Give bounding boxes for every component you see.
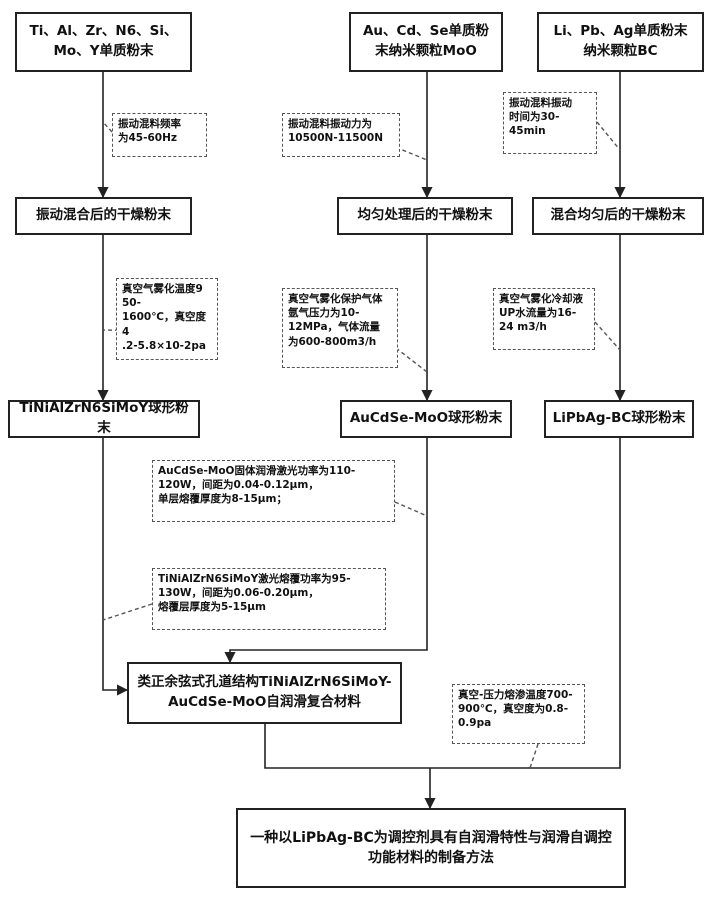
note-protective-gas: 真空气雾化保护气体 氩气压力为10- 12MPa，气体流量 为600-800m3…	[282, 288, 398, 368]
merge-line	[264, 438, 621, 769]
arrow-a3	[102, 438, 129, 696]
note-cooling-water: 真空气雾化冷却液 UP水流量为16- 24 m3/h	[493, 288, 595, 350]
note-laser-cladding: TiNiAlZrN6SiMoY激光熔覆功率为95- 130W，间距为0.06-0…	[152, 568, 386, 630]
leader-n7	[394, 501, 428, 517]
leader-n3	[596, 121, 621, 151]
node-spherical-powder-b: AuCdSe-MoO球形粉末	[340, 400, 512, 438]
node-source-powders-a: Ti、Al、Zr、N6、Si、 Mo、Y单质粉末	[15, 12, 192, 72]
node-spherical-powder-c: LiPbAg-BC球形粉末	[544, 400, 694, 438]
node-source-powders-b: Au、Cd、Se单质粉 末纳米颗粒MoO	[349, 12, 503, 72]
leader-n5	[395, 347, 428, 373]
node-dried-powder-b: 均匀处理后的干燥粉末	[337, 197, 513, 235]
node-dried-powder-a: 振动混合后的干燥粉末	[15, 197, 192, 235]
arrow-b3	[224, 438, 428, 664]
node-spherical-powder-a: TiNiAlZrN6SiMoY球形粉末	[8, 400, 200, 438]
leader-n1	[102, 121, 113, 133]
note-vibration-time: 振动混料振动 时间为30- 45min	[503, 92, 597, 154]
leader-n8	[102, 603, 153, 621]
node-final-method: 一种以LiPbAg-BC为调控剂具有自润滑特性与润滑自调控 功能材料的制备方法	[236, 808, 626, 888]
leader-n6	[594, 321, 621, 351]
note-vibration-frequency: 振动混料频率 为45-60Hz	[112, 113, 207, 157]
note-vacuum-infiltration: 真空-压力熔渗温度700- 900℃，真空度为0.8- 0.9pa	[452, 684, 585, 744]
note-solid-lubricant-laser: AuCdSe-MoO固体润滑激光功率为110- 120W，间距为0.04-0.1…	[152, 460, 395, 522]
note-atomization-temperature: 真空气雾化温度9 50- 1600℃，真空度4 .2-5.8×10-2pa	[116, 278, 218, 360]
node-dried-powder-c: 混合均匀后的干燥粉末	[532, 197, 704, 235]
leader-n9	[529, 743, 539, 769]
node-source-powders-c: Li、Pb、Ag单质粉末 纳米颗粒BC	[537, 12, 704, 72]
note-vibration-force: 振动混料振动力为 10500N-11500N	[282, 113, 400, 157]
node-composite-material: 类正余弦式孔道结构TiNiAlZrN6SiMoY- AuCdSe-MoO自润滑复…	[127, 662, 402, 724]
